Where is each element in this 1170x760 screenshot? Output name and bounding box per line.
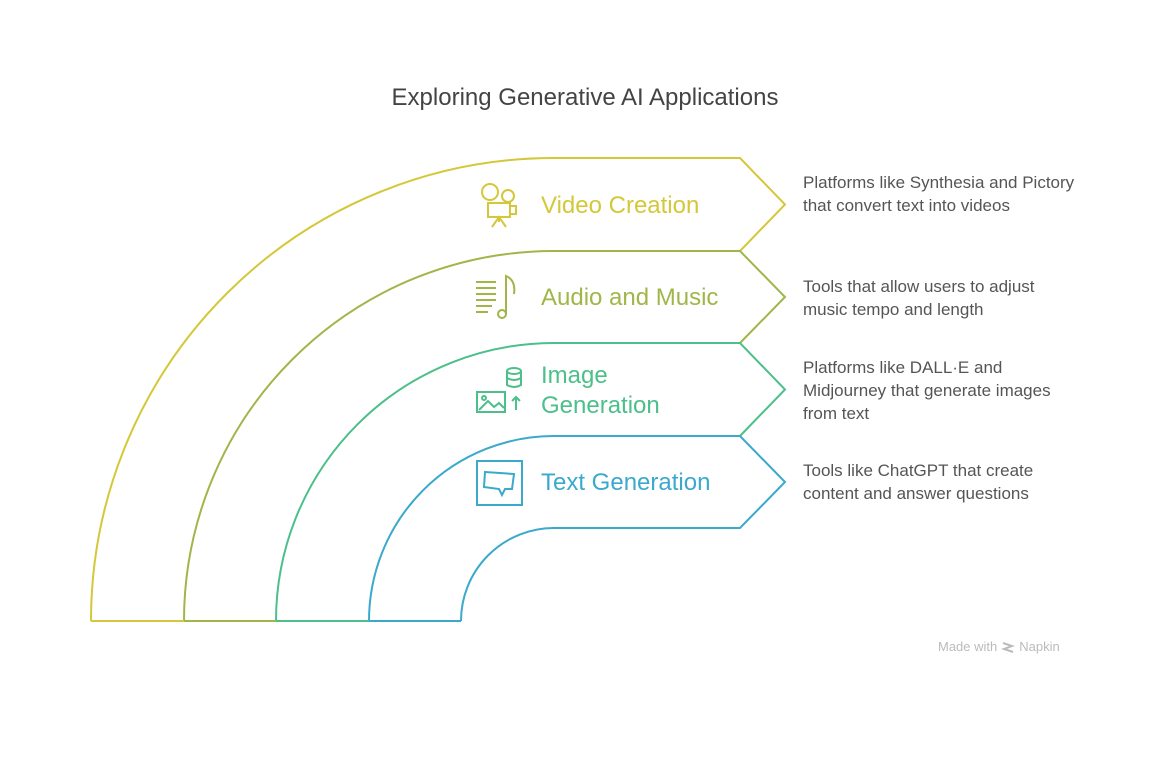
diagram-title: Exploring Generative AI Applications [391, 84, 779, 111]
chat-bubble-icon [476, 460, 523, 506]
watermark: Made with Napkin [938, 639, 1060, 654]
napkin-logo-icon [1001, 641, 1016, 653]
watermark-brand: Napkin [1019, 639, 1060, 654]
label-text-generation: Text Generation [541, 469, 711, 496]
desc-text-generation: Tools like ChatGPT that create content a… [803, 461, 1034, 503]
desc-video-creation: Platforms like Synthesia and Pictory tha… [803, 173, 1075, 215]
video-camera-icon [481, 183, 517, 228]
band-text-outline [368, 435, 787, 622]
band-video-outline [90, 157, 787, 622]
band-image-outline [275, 342, 787, 622]
label-audio-and-music: Audio and Music [541, 284, 719, 311]
desc-image-generation: Platforms like DALL·E and Midjourney tha… [803, 358, 1051, 423]
label-image-generation-line2: Generation [541, 392, 660, 419]
watermark-prefix: Made with [938, 639, 998, 654]
music-note-icon [476, 274, 516, 319]
band-audio-outline [183, 250, 787, 622]
image-database-icon [476, 367, 522, 413]
label-video-creation: Video Creation [541, 192, 700, 219]
desc-audio-and-music: Tools that allow users to adjust music t… [803, 277, 1035, 319]
label-image-generation-line1: Image [541, 362, 608, 389]
